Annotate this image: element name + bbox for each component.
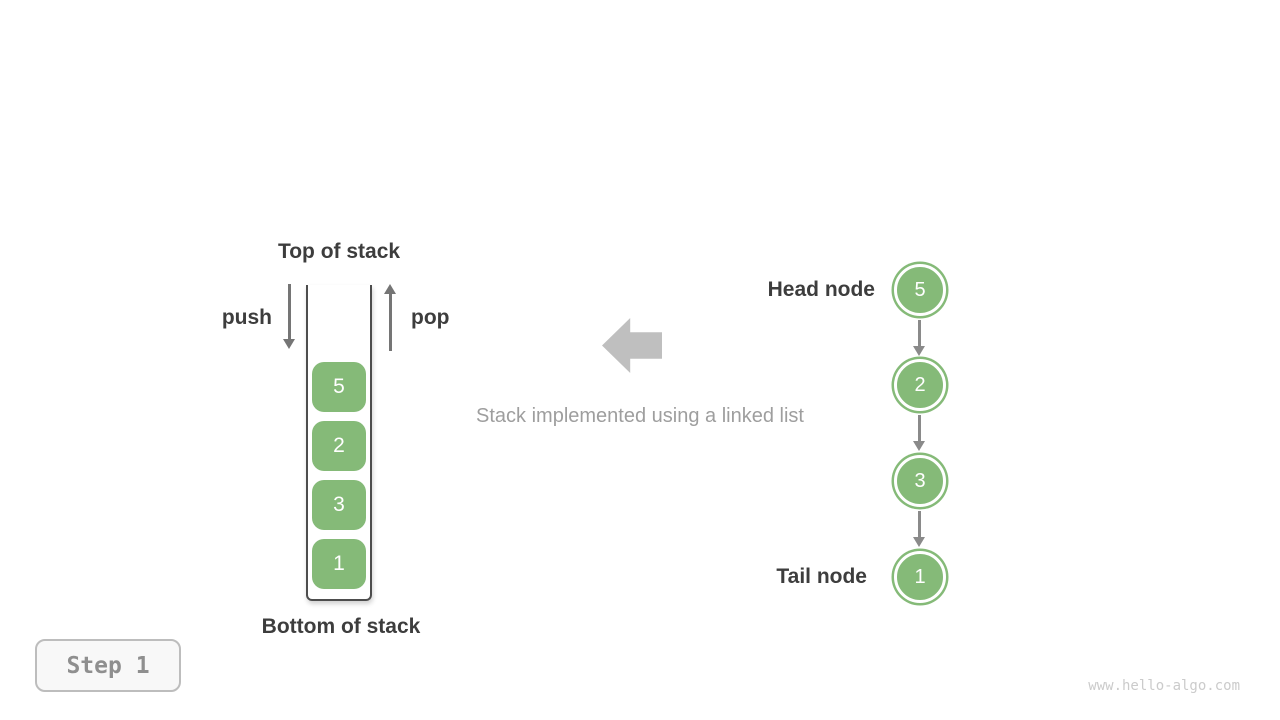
push-arrow-head-icon <box>283 339 295 349</box>
node-connector-arrow-icon <box>913 346 925 356</box>
diagram-caption: Stack implemented using a linked list <box>476 405 804 427</box>
stack-item: 1 <box>312 539 366 589</box>
linked-list-node: 3 <box>894 455 946 507</box>
step-badge: Step 1 <box>35 639 181 692</box>
watermark-text: www.hello-algo.com <box>1088 678 1240 694</box>
stack-item: 3 <box>312 480 366 530</box>
top-of-stack-label: Top of stack <box>277 240 401 263</box>
head-node-label: Head node <box>767 278 875 301</box>
push-arrow-line <box>288 284 291 340</box>
bottom-of-stack-label: Bottom of stack <box>261 615 421 638</box>
node-connector-line <box>918 415 921 442</box>
stack-item: 2 <box>312 421 366 471</box>
pop-arrow-head-icon <box>384 284 396 294</box>
push-label: push <box>221 306 272 329</box>
pop-label: pop <box>411 306 450 329</box>
stack-container <box>306 285 372 601</box>
tail-node-label: Tail node <box>776 565 867 588</box>
linked-list-node: 5 <box>894 264 946 316</box>
linked-list-node: 1 <box>894 551 946 603</box>
pop-arrow-line <box>389 294 392 351</box>
left-block-arrow-icon <box>602 318 662 373</box>
node-connector-arrow-icon <box>913 441 925 451</box>
node-connector-line <box>918 511 921 538</box>
linked-list-node: 2 <box>894 359 946 411</box>
node-connector-arrow-icon <box>913 537 925 547</box>
node-connector-line <box>918 320 921 347</box>
stack-item: 5 <box>312 362 366 412</box>
